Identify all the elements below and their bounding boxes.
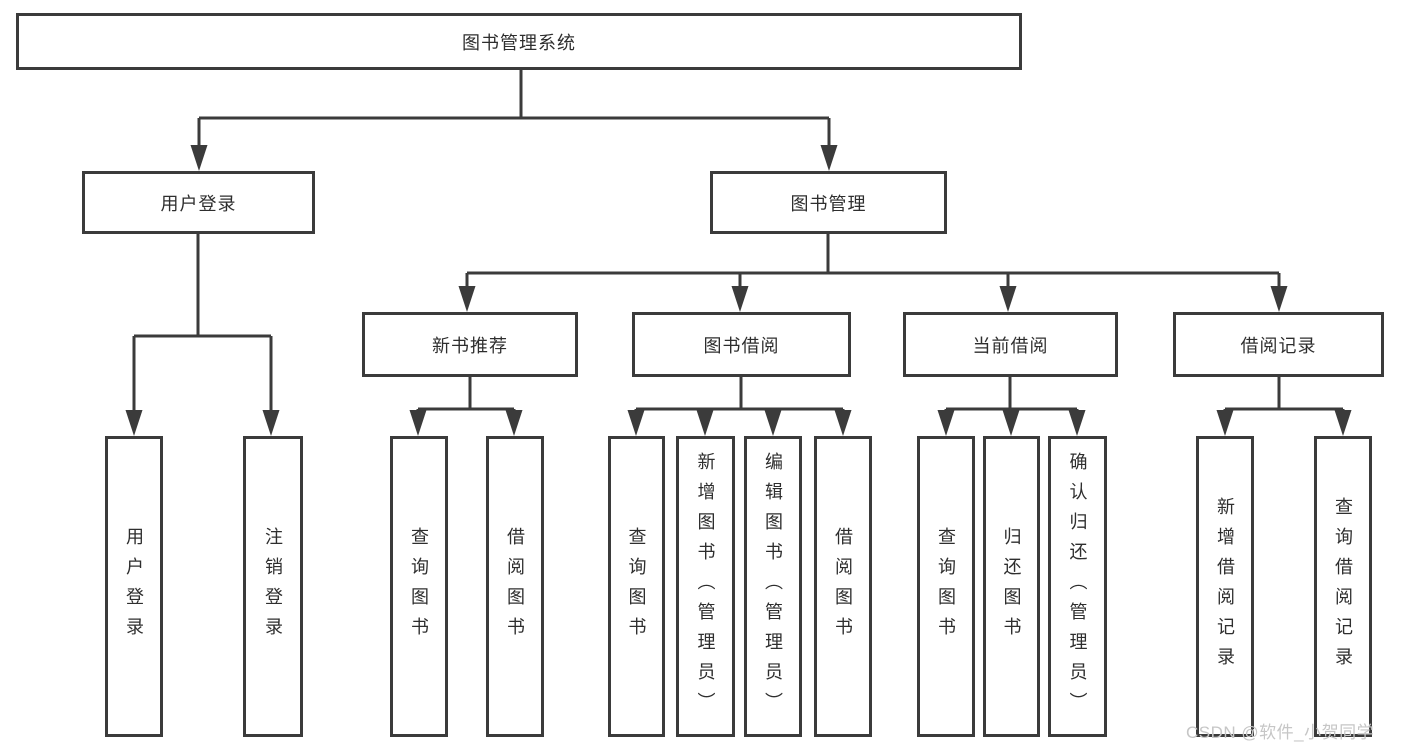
- node-book-management-label: 图书管理: [790, 193, 867, 214]
- leaf-borrow-books-2: 借阅图书: [814, 436, 872, 737]
- leaf-user-login-label: 用户登录: [124, 526, 144, 647]
- leaf-logout: 注销登录: [243, 436, 303, 737]
- node-user-login: 用户登录: [82, 171, 315, 234]
- node-book-borrow-label: 图书借阅: [703, 335, 780, 356]
- node-user-login-label: 用户登录: [160, 193, 237, 214]
- node-current-borrow: 当前借阅: [903, 312, 1118, 377]
- node-root: 图书管理系统: [16, 13, 1022, 70]
- leaf-query-books-1: 查询图书: [390, 436, 448, 737]
- leaf-confirm-return-admin-label: 确认归还（管理员）: [1067, 451, 1088, 722]
- leaf-return-book-label: 归还图书: [1001, 526, 1022, 647]
- leaf-query-borrow-record-label: 查询借阅记录: [1333, 496, 1353, 677]
- leaf-confirm-return-admin: 确认归还（管理员）: [1048, 436, 1107, 737]
- leaf-query-books-3: 查询图书: [917, 436, 975, 737]
- leaf-query-books-1-label: 查询图书: [409, 526, 429, 647]
- leaf-edit-book-admin: 编辑图书（管理员）: [744, 436, 802, 737]
- node-root-label: 图书管理系统: [462, 32, 576, 53]
- leaf-query-books-2: 查询图书: [608, 436, 665, 737]
- leaf-query-books-3-label: 查询图书: [936, 526, 956, 647]
- leaf-return-book: 归还图书: [983, 436, 1040, 737]
- leaf-add-book-admin: 新增图书（管理员）: [676, 436, 735, 737]
- leaf-borrow-books-1-label: 借阅图书: [505, 526, 525, 647]
- leaf-logout-label: 注销登录: [263, 526, 283, 647]
- leaf-add-book-admin-label: 新增图书（管理员）: [695, 451, 716, 722]
- leaf-add-borrow-record-label: 新增借阅记录: [1215, 496, 1235, 677]
- leaf-edit-book-admin-label: 编辑图书（管理员）: [763, 451, 783, 722]
- leaf-borrow-books-1: 借阅图书: [486, 436, 544, 737]
- node-new-book-recommend: 新书推荐: [362, 312, 578, 377]
- node-current-borrow-label: 当前借阅: [972, 335, 1049, 356]
- node-borrow-records: 借阅记录: [1173, 312, 1384, 377]
- leaf-query-books-2-label: 查询图书: [626, 526, 647, 647]
- leaf-query-borrow-record: 查询借阅记录: [1314, 436, 1372, 737]
- node-new-book-recommend-label: 新书推荐: [432, 335, 508, 356]
- csdn-watermark: CSDN @软件_小贺同学: [1186, 723, 1375, 742]
- leaf-user-login: 用户登录: [105, 436, 163, 737]
- node-book-borrow: 图书借阅: [632, 312, 851, 377]
- arrowheads: [125, 145, 1352, 436]
- leaf-add-borrow-record: 新增借阅记录: [1196, 436, 1254, 737]
- node-book-management: 图书管理: [710, 171, 947, 234]
- leaf-borrow-books-2-label: 借阅图书: [833, 526, 853, 647]
- node-borrow-records-label: 借阅记录: [1240, 335, 1317, 356]
